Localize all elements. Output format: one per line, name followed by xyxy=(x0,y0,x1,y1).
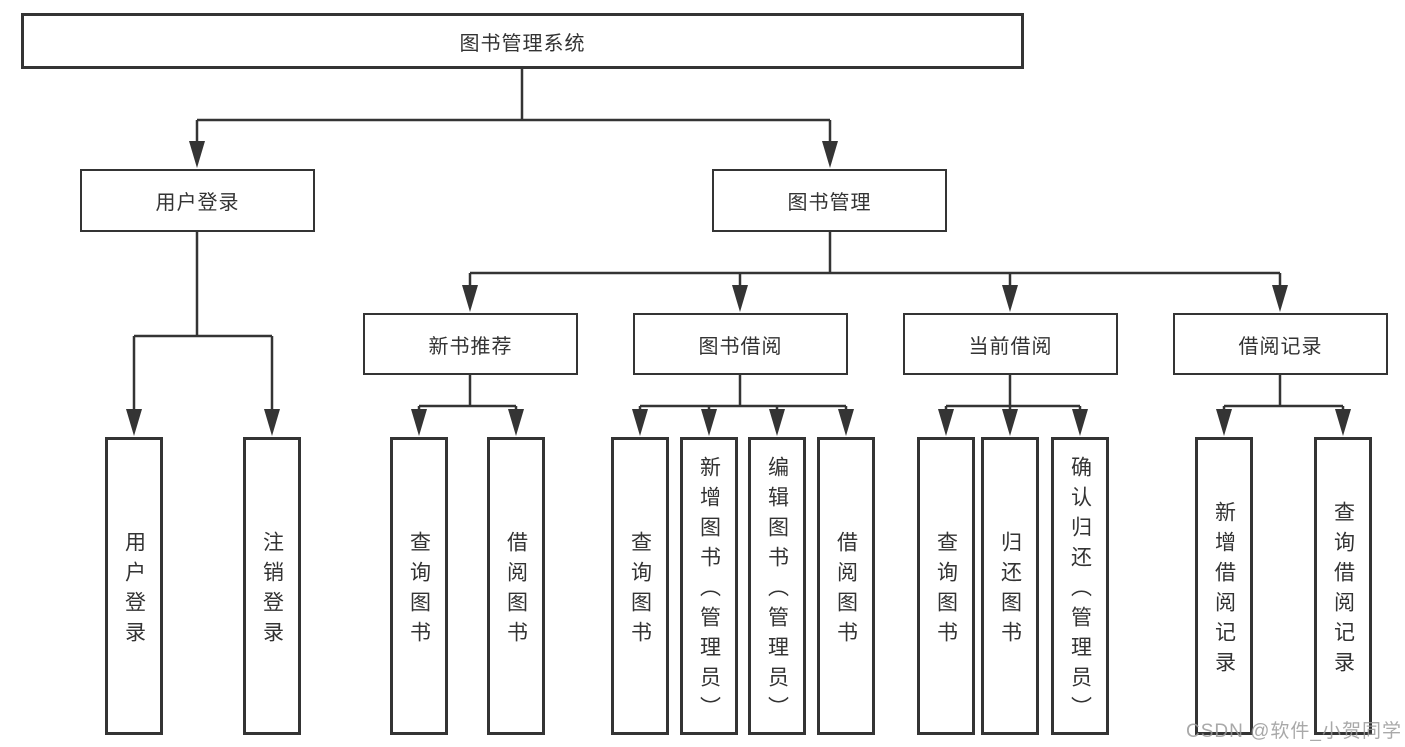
leaf-add-book-admin-label: 新增图书（管理员） xyxy=(697,455,721,726)
leaf-borrow-books-recommend-label: 借阅图书 xyxy=(504,530,528,651)
node-user-login-label: 用户登录 xyxy=(155,192,240,214)
leaf-borrow-books-recommend: 借阅图书 xyxy=(487,437,545,735)
leaf-add-book-admin: 新增图书（管理员） xyxy=(680,437,738,735)
node-current-borrowing: 当前借阅 xyxy=(903,313,1118,375)
leaf-query-books-recommend: 查询图书 xyxy=(390,437,448,735)
leaf-user-login: 用户登录 xyxy=(105,437,163,735)
leaf-query-books-recommend-label: 查询图书 xyxy=(407,530,431,651)
leaf-borrow-books-borrowing: 借阅图书 xyxy=(817,437,875,735)
node-user-login-module: 用户登录 xyxy=(80,169,315,232)
leaf-confirm-return-admin-label: 确认归还（管理员） xyxy=(1068,455,1092,726)
leaf-query-books-borrowing-label: 查询图书 xyxy=(628,530,652,651)
node-book-borrowing: 图书借阅 xyxy=(633,313,848,375)
leaf-add-borrow-record-label: 新增借阅记录 xyxy=(1212,500,1236,681)
node-root-label: 图书管理系统 xyxy=(459,32,586,55)
leaf-query-borrow-record-label: 查询借阅记录 xyxy=(1331,500,1355,681)
leaf-user-login-label: 用户登录 xyxy=(122,530,146,651)
leaf-edit-book-admin-label: 编辑图书（管理员） xyxy=(765,455,789,726)
node-borrowing-records-label: 借阅记录 xyxy=(1238,335,1323,358)
node-current-borrowing-label: 当前借阅 xyxy=(968,335,1053,358)
leaf-confirm-return-admin: 确认归还（管理员） xyxy=(1051,437,1109,735)
leaf-query-books-current: 查询图书 xyxy=(917,437,975,735)
leaf-query-borrow-record: 查询借阅记录 xyxy=(1314,437,1372,735)
leaf-borrow-books-borrowing-label: 借阅图书 xyxy=(834,530,858,651)
leaf-add-borrow-record: 新增借阅记录 xyxy=(1195,437,1253,735)
leaf-logout: 注销登录 xyxy=(243,437,301,735)
leaf-logout-label: 注销登录 xyxy=(260,530,284,651)
node-new-book-recommend: 新书推荐 xyxy=(363,313,578,375)
node-new-book-recommend-label: 新书推荐 xyxy=(428,335,513,358)
csdn-watermark: CSDN @软件_小贺同学 xyxy=(1186,721,1402,742)
leaf-query-books-borrowing: 查询图书 xyxy=(611,437,669,735)
node-book-borrowing-label: 图书借阅 xyxy=(698,335,783,358)
node-root-system: 图书管理系统 xyxy=(21,13,1024,69)
node-borrowing-records: 借阅记录 xyxy=(1173,313,1388,375)
leaf-return-book-label: 归还图书 xyxy=(998,530,1022,651)
leaf-return-book: 归还图书 xyxy=(981,437,1039,735)
arrowheads xyxy=(126,141,1351,436)
leaf-query-books-current-label: 查询图书 xyxy=(934,530,958,651)
leaf-edit-book-admin: 编辑图书（管理员） xyxy=(748,437,806,735)
node-book-management-module: 图书管理 xyxy=(712,169,947,232)
node-book-management-label: 图书管理 xyxy=(787,192,872,214)
